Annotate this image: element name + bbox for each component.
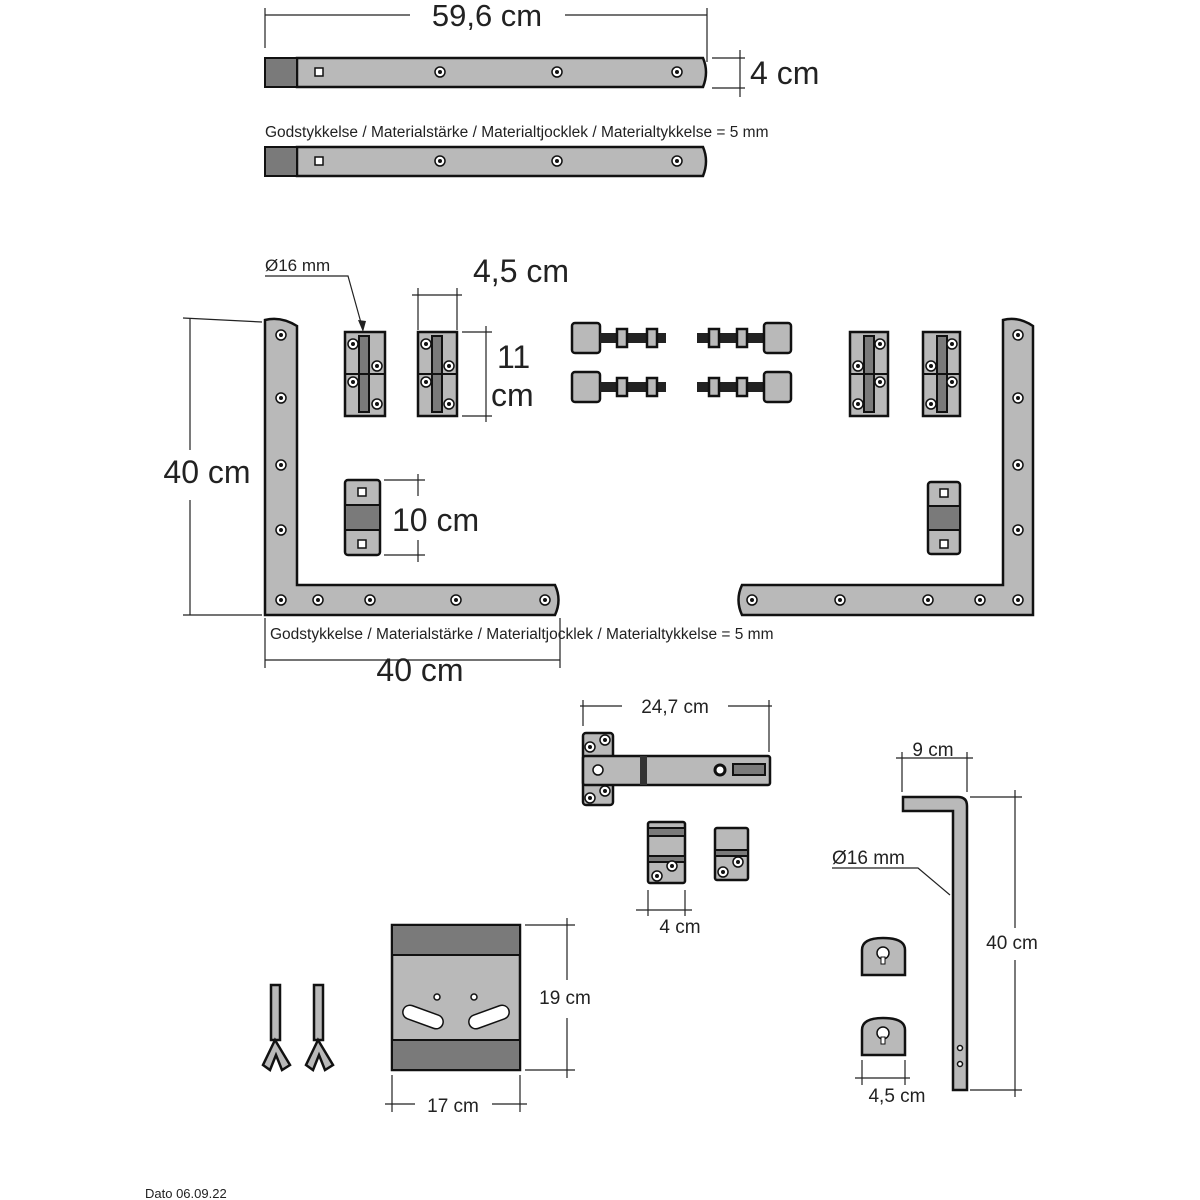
pintle-width-dimension [412,288,462,330]
drop-bolt-hook-dimension [896,752,973,792]
wing-screws [261,983,335,1072]
strap-hinge-top [264,56,708,89]
l-height-label: 40 cm [163,454,250,490]
plate-height-dimension [525,918,575,1078]
angle-hinge-left [263,317,560,617]
drop-bolt [901,795,969,1092]
latch-length-dimension [580,700,772,752]
l-height-dimension [182,317,263,616]
strap-length-dimension [264,8,708,62]
pintle-width-label: 4,5 cm [473,253,569,289]
bracket-height-dimension [384,474,425,562]
material-note-top: Godstykkelse / Materialstärke / Material… [265,124,768,141]
adjustable-bolts [570,321,793,404]
keeper-width-dimension [636,890,692,916]
keeper-width-label: 4 cm [659,917,700,938]
pin-diameter-label: Ø16 mm [265,256,330,275]
pintle-height-dimension [462,326,492,422]
plate-width-label: 17 cm [427,1096,479,1117]
date-label: Dato 06.09.22 [145,1186,227,1200]
drop-bolt-length-dimension [970,790,1022,1097]
mounting-plate [390,923,522,1072]
drop-bolt-hook-label: 9 cm [912,740,953,761]
bracket-left [343,478,382,557]
plate-height-label: 19 cm [539,988,591,1009]
gate-latch [581,731,772,807]
keyhole-width-dimension [855,1060,910,1085]
strap-length-label: 59,6 cm [432,0,542,33]
keyhole-width-label: 4,5 cm [868,1086,925,1107]
drop-bolt-diameter-label: Ø16 mm [832,848,905,869]
angle-hinge-right [737,317,1035,617]
pin-diameter-leader [265,275,364,331]
strap-hinge-second [264,145,708,178]
keyhole-plates [860,936,907,1057]
leader-arrow-icon [358,320,366,332]
plate-width-dimension [385,1075,527,1112]
strap-width-dimension [712,50,745,97]
bracket-right [926,480,962,556]
pintle-height-unit: cm [491,377,534,413]
bracket-height-label: 10 cm [392,502,479,538]
strap-width-label: 4 cm [750,55,819,91]
pintle-blocks [343,330,962,418]
l-width-dimension [264,618,561,668]
drop-bolt-diameter-leader [832,867,951,896]
pintle-height-value: 11 [497,339,530,375]
drop-bolt-length-label: 40 cm [986,933,1038,954]
latch-keepers [646,820,750,885]
latch-length-label: 24,7 cm [641,697,709,718]
material-note-bottom: Godstykkelse / Materialstärke / Material… [270,626,773,643]
l-width-label: 40 cm [376,652,463,688]
